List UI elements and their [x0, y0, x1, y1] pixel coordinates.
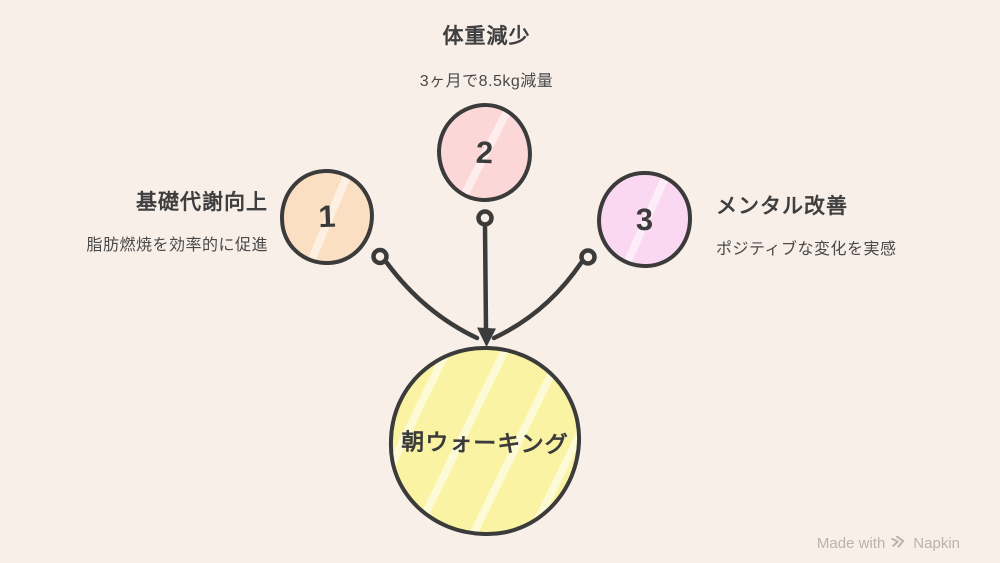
node-1-title: 基礎代謝向上 [136, 191, 268, 214]
node-1-subtitle: 脂肪燃焼を効率的に促進 [86, 237, 268, 254]
node-2-subtitle: 3ヶ月で8.5kg減量 [419, 73, 554, 90]
node-2-title: 体重減少 [442, 25, 531, 48]
node-number-1: 1 [317, 198, 337, 235]
napkin-watermark[interactable]: Made with Napkin [817, 534, 960, 553]
connector-dot-right [579, 248, 597, 266]
watermark-brand: Napkin [913, 535, 960, 552]
connector-dot-left [371, 247, 389, 266]
node-number-2: 2 [475, 134, 494, 170]
napkin-logo-icon [890, 533, 908, 554]
connector-dot-middle [476, 209, 494, 227]
arrowhead-icon [477, 327, 496, 347]
label-group-top: 体重減少 3ヶ月で8.5kg減量 [0, 20, 973, 91]
label-group-right: メンタル改善 ポジティブな変化を実感 [716, 190, 978, 259]
connector-line-middle [482, 224, 489, 333]
node-3-title: メンタル改善 [716, 195, 848, 218]
node-3-subtitle: ポジティブな変化を実感 [716, 241, 897, 258]
connector-curve-left [384, 260, 480, 341]
center-node-label: 朝ウォーキング [401, 428, 569, 458]
node-number-3: 3 [635, 201, 654, 237]
label-group-left: 基礎代謝向上 脂肪燃焼を効率的に促進 [30, 186, 268, 255]
connector-curve-right [491, 260, 584, 341]
watermark-prefix: Made with [816, 535, 886, 552]
